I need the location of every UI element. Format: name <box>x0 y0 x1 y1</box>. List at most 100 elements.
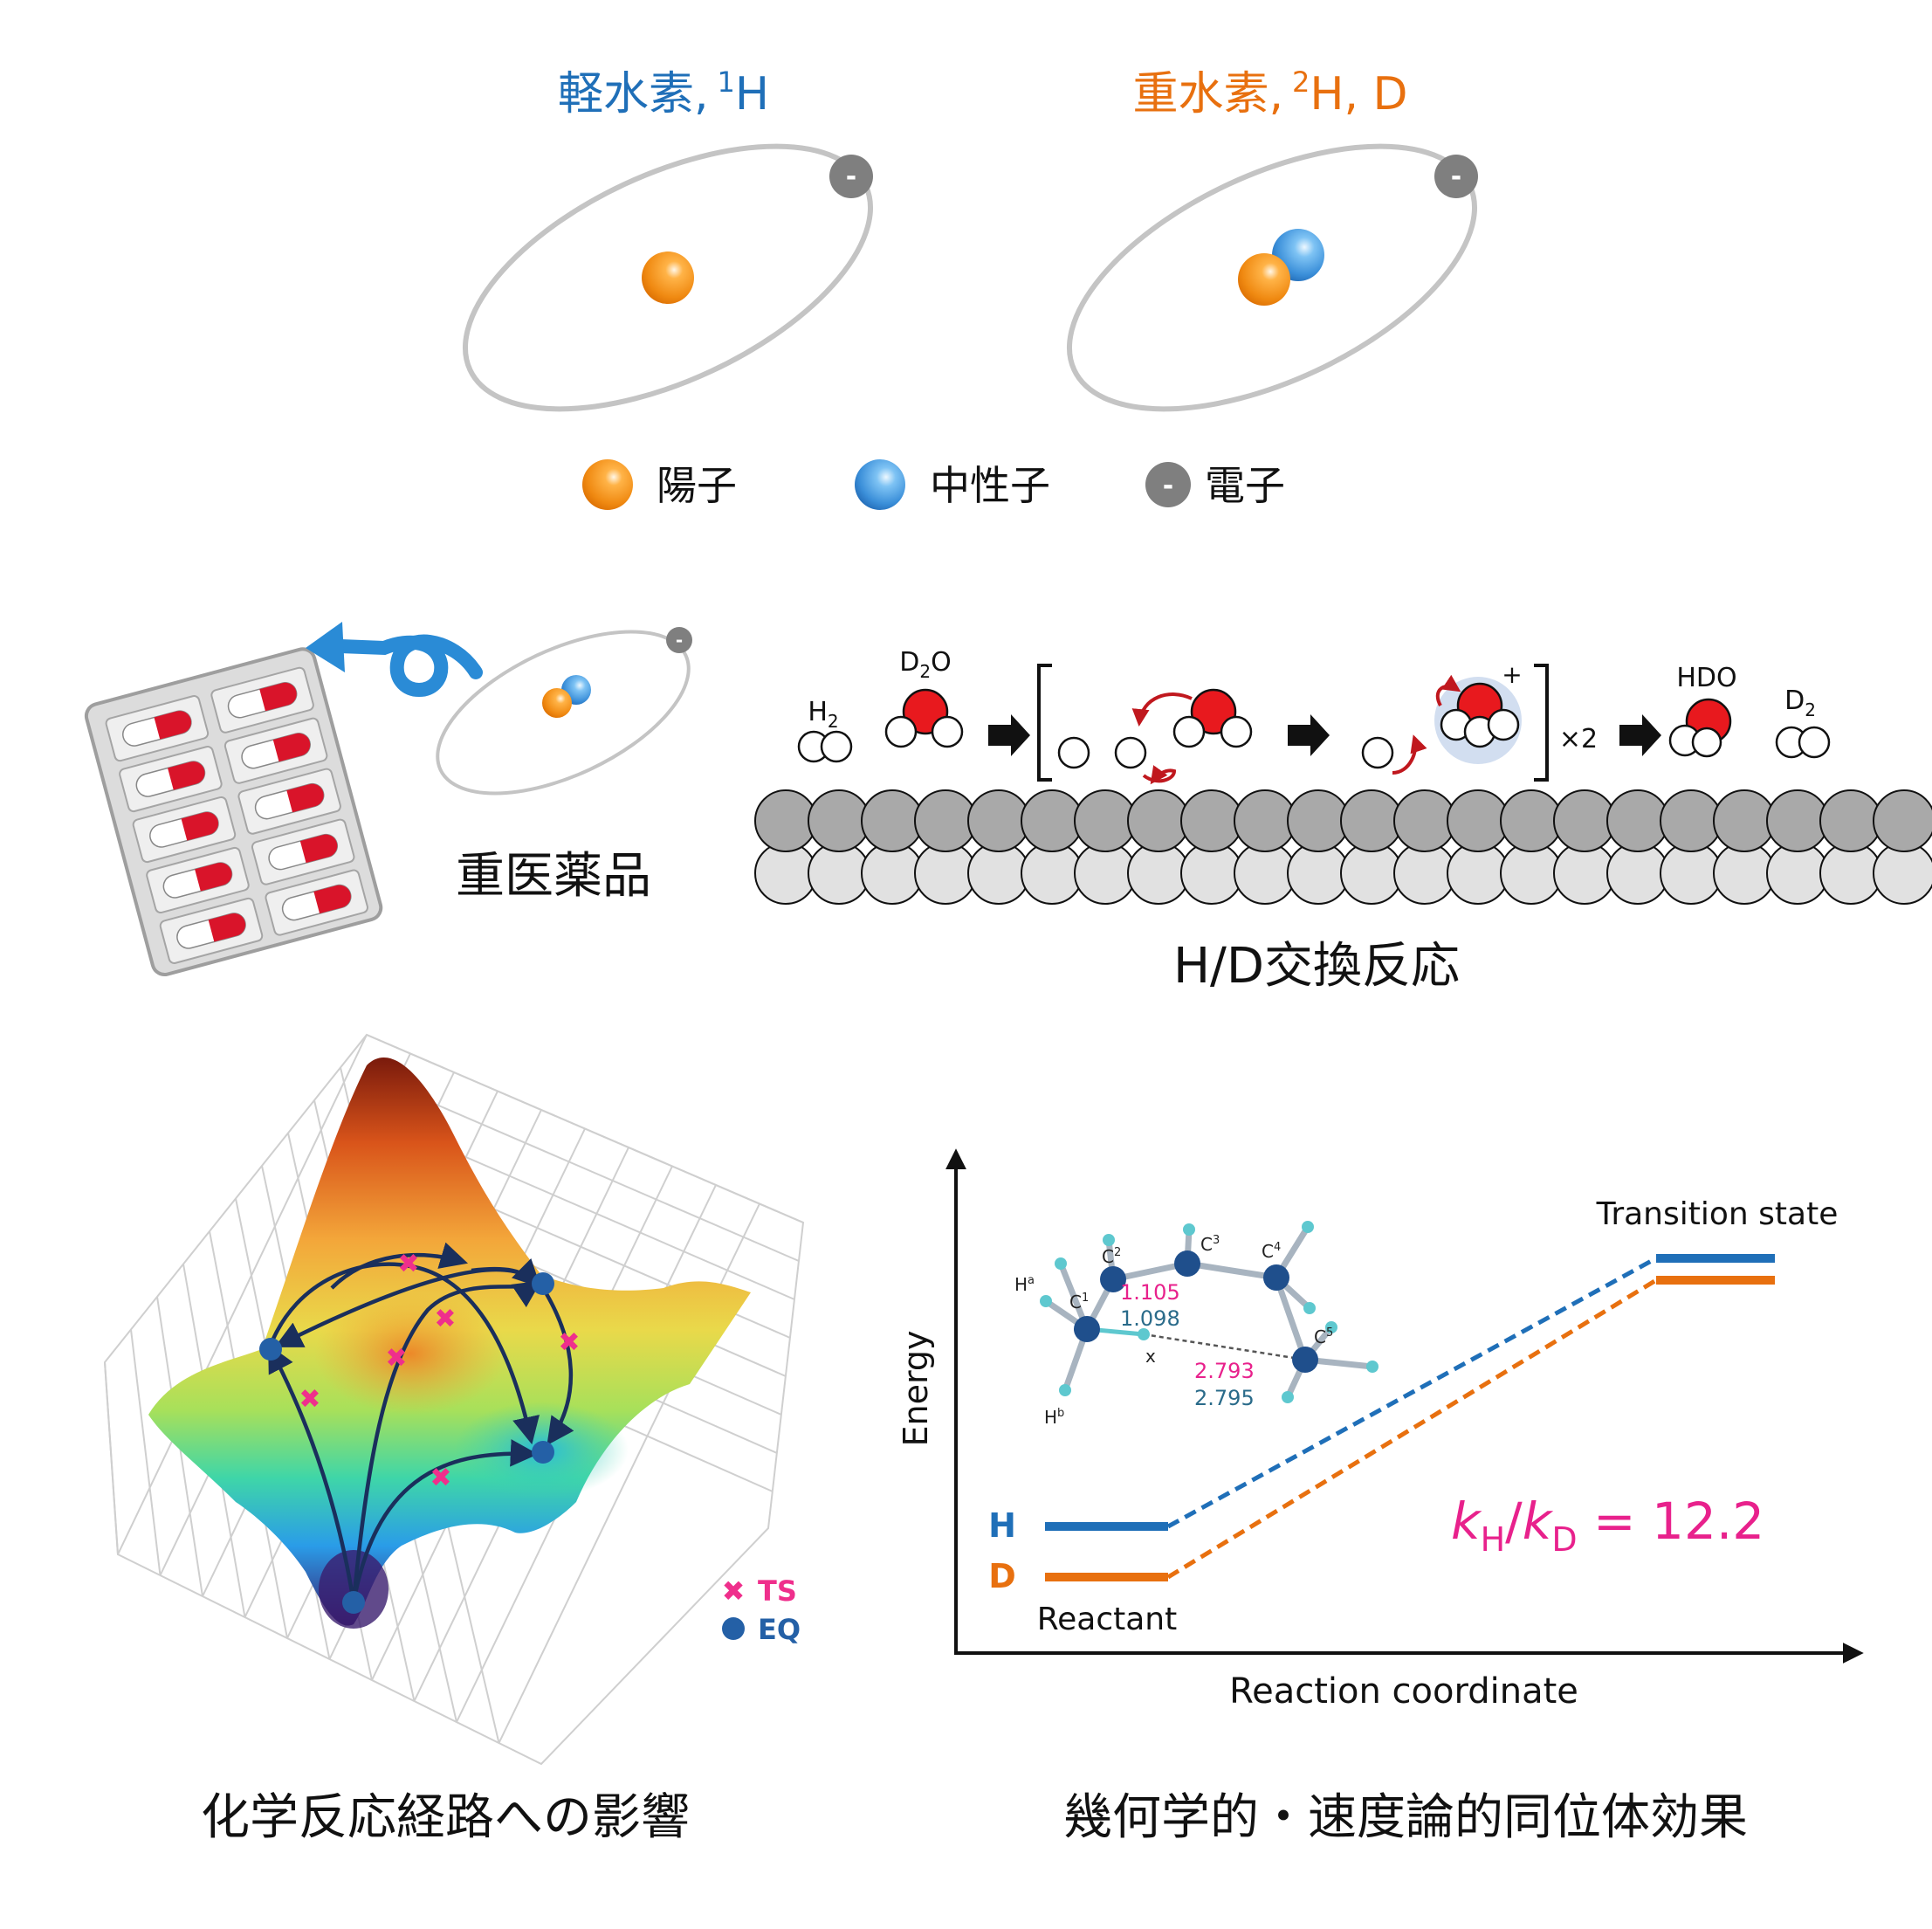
surface-atom <box>1234 789 1296 852</box>
surface-atom <box>1500 789 1563 852</box>
surface-atom <box>1287 789 1350 852</box>
pes-caption: 化学反応経路への影響 <box>201 1789 690 1846</box>
ts-point[interactable]: ✖ <box>397 1249 419 1279</box>
step-arrow-icon <box>1619 714 1661 756</box>
particle-legend: 陽子 中性子 - 電子 <box>582 459 1285 510</box>
exchange-arrow-icon <box>1131 692 1193 727</box>
surface-atom <box>1021 789 1083 852</box>
surface-atom <box>1447 789 1509 852</box>
y-axis-label: Energy <box>897 1330 935 1446</box>
eq-point[interactable] <box>259 1338 282 1361</box>
atom-label-ha: Ha <box>1014 1274 1035 1295</box>
curved-arrow-icon <box>333 634 483 697</box>
protium-title: 軽水素,1H <box>558 65 769 121</box>
bond-length-h-1: 1.105 <box>1120 1280 1180 1305</box>
proton-icon <box>642 251 694 304</box>
electron-icon: - <box>829 155 873 198</box>
proton-icon <box>1238 253 1290 306</box>
atom-label-c3: C3 <box>1200 1234 1220 1255</box>
surface-atom <box>1553 789 1616 852</box>
hd-exchange-panel: H2 D2O ×2 + HDO <box>754 647 1932 995</box>
atom-label-x: x <box>1145 1346 1156 1367</box>
deuterated-drug-panel: - 重医薬品 <box>84 622 692 977</box>
atom-label-c5: C5 <box>1314 1326 1333 1347</box>
deuterium-atom <box>1691 727 1722 758</box>
atom-label-hb: Hb <box>1044 1407 1064 1428</box>
bracket-right <box>1534 664 1549 782</box>
deuterium-atom <box>931 715 964 748</box>
catalyst-surface <box>754 789 1932 905</box>
potential-energy-surface-panel: ✖ ✖ ✖ ✖ ✖ ✖ ✖ TS EQ 化学反応経路への影響 <box>103 1033 805 1846</box>
small-deuterium-orbit <box>436 630 691 796</box>
kinetic-isotope-panel: Energy Reaction coordinate H D Reactant … <box>897 1148 1864 1846</box>
charge-plus: + <box>1502 660 1522 689</box>
ts-legend-label: TS <box>758 1574 797 1608</box>
surface-atom <box>1766 789 1829 852</box>
ts-point[interactable]: ✖ <box>558 1327 580 1358</box>
ts-point[interactable]: ✖ <box>299 1384 320 1415</box>
drug-label: 重医薬品 <box>456 848 651 905</box>
h-path <box>1166 1256 1658 1529</box>
d-level-label: D <box>988 1557 1016 1595</box>
h2-label: H2 <box>808 697 838 732</box>
d2o-label: D2O <box>899 647 951 682</box>
svg-text:-: - <box>846 162 856 192</box>
deuterium-atom <box>1798 726 1831 759</box>
h-level-label: H <box>988 1506 1016 1545</box>
atom-label-c1: C1 <box>1069 1292 1089 1312</box>
forming-bond <box>1143 1333 1306 1361</box>
surface-atom <box>754 789 817 852</box>
eq-point[interactable] <box>342 1591 365 1614</box>
d2-label: D2 <box>1784 685 1816 720</box>
molecule-structure: C1 C2 C3 C4 C5 Ha Hb x 1.105 1.098 2.793… <box>1014 1221 1379 1428</box>
electron-icon: - <box>1434 155 1478 198</box>
ts-point[interactable]: ✖ <box>430 1463 451 1493</box>
pes-ridge <box>314 1292 506 1415</box>
surface-atom <box>1660 789 1722 852</box>
atom-label-c4: C4 <box>1262 1241 1281 1262</box>
eq-legend-marker <box>722 1617 745 1640</box>
legend-electron-label: 電子 <box>1205 462 1285 509</box>
pill-blister-icon <box>84 647 383 977</box>
deuterium-atom <box>1172 715 1206 748</box>
atom-label-c2: C2 <box>1102 1246 1121 1267</box>
kie-ratio: kH/kD = 12.2 <box>1451 1492 1764 1559</box>
legend-proton-label: 陽子 <box>657 462 737 509</box>
eq-legend-label: EQ <box>758 1613 801 1646</box>
ts-point[interactable]: ✖ <box>434 1304 456 1334</box>
proton-icon <box>542 688 572 718</box>
eq-point[interactable] <box>532 1441 554 1464</box>
surface-atom <box>861 789 924 852</box>
surface-atom <box>808 789 870 852</box>
surface-atom <box>1393 789 1456 852</box>
kie-caption: 幾何学的・速度論的同位体効果 <box>1063 1789 1748 1846</box>
transition-state-label: Transition state <box>1596 1196 1839 1232</box>
neutron-icon <box>855 459 905 510</box>
deuterium-title: 重水素,2H, D <box>1132 65 1407 121</box>
surface-atom <box>967 789 1030 852</box>
exchange-arrow-icon <box>1435 674 1461 706</box>
surface-atom <box>1873 789 1932 852</box>
protium-diagram: 軽水素,1H - <box>462 65 874 412</box>
proton-icon <box>582 459 633 510</box>
eq-point[interactable] <box>532 1272 554 1295</box>
surface-atom <box>1606 789 1669 852</box>
multiplier-label: ×2 <box>1559 724 1598 754</box>
electron-icon: - <box>666 627 692 653</box>
surface-atom <box>1340 789 1403 852</box>
surface-atom <box>1180 789 1243 852</box>
svg-text:-: - <box>676 630 683 651</box>
ts-legend-marker: ✖ <box>722 1574 746 1608</box>
svg-text:-: - <box>1163 471 1173 501</box>
exchange-arrow-icon <box>1142 765 1177 785</box>
surface-atom <box>1074 789 1137 852</box>
ts-point[interactable]: ✖ <box>385 1343 407 1374</box>
hdo-label: HDO <box>1676 663 1736 693</box>
bracket-left <box>1037 664 1052 782</box>
surface-atom <box>1713 789 1776 852</box>
bond-length-d-1: 1.098 <box>1120 1306 1180 1331</box>
deuterium-atom <box>1487 708 1520 741</box>
step-arrow-icon <box>988 714 1030 756</box>
hydrogen-atom <box>1057 736 1090 769</box>
surface-atom <box>914 789 977 852</box>
